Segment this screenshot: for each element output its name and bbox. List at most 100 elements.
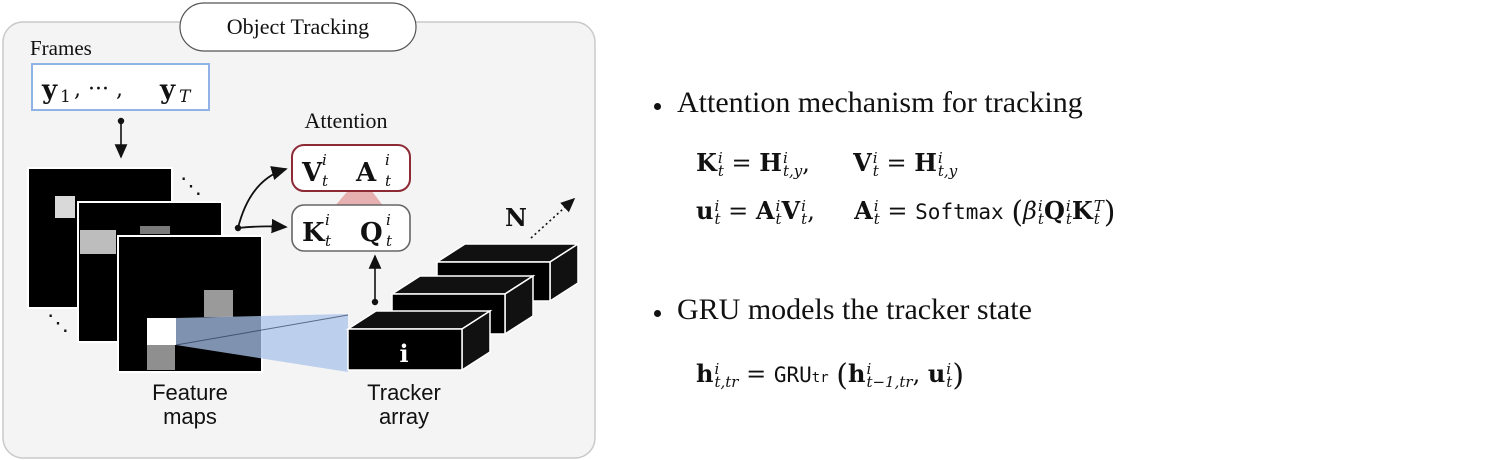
sup: i: [775, 196, 781, 215]
KQ-symbols: K i t Q i t: [302, 211, 393, 250]
key-query-box: [291, 204, 411, 252]
eq-sign: =: [728, 197, 749, 225]
A-symbol: A: [355, 158, 377, 188]
frames-box: [31, 63, 210, 111]
Q-symbol: Q: [360, 218, 383, 248]
sup: i: [1065, 196, 1071, 215]
eq-gru-sub: tr: [811, 370, 829, 386]
bullet-text: Attention mechanism for tracking: [677, 86, 1083, 119]
A-sub: t: [385, 172, 392, 190]
bullet-dot: [654, 310, 661, 317]
feature-ellipsis-bottom: ⋱: [47, 311, 69, 336]
eq-Q: Q: [1043, 196, 1065, 225]
projection-line: [175, 314, 349, 346]
frames-label: Frames: [30, 36, 92, 60]
feature-ellipsis-top: ⋱: [180, 174, 202, 199]
tracker-label-2: array: [379, 404, 429, 429]
eq-V: V: [853, 148, 872, 177]
value-attention-box: [291, 144, 411, 192]
feature-maps-label-2: maps: [163, 404, 217, 429]
A-sup: i: [385, 151, 390, 169]
K-symbol: K: [302, 218, 326, 248]
feature-maps-label-1: Feature: [152, 380, 228, 405]
sup: i: [946, 359, 952, 378]
sub: t: [872, 161, 879, 180]
N-label: N: [505, 203, 527, 232]
sup: i: [717, 148, 723, 167]
frames-yT: y: [159, 75, 176, 105]
eq-comma: ,: [912, 360, 921, 388]
eq-u: u: [696, 196, 714, 225]
eq-H: H: [759, 148, 782, 177]
bullet-dot: [654, 103, 661, 110]
K-sub: t: [325, 232, 332, 250]
tracker-arrow-dot: [371, 298, 379, 306]
K-sup: i: [325, 211, 330, 229]
V-sub: t: [322, 172, 329, 190]
eq-K: K: [1071, 196, 1093, 225]
eq-K: K: [696, 148, 717, 177]
V-symbol: V: [301, 158, 323, 188]
sup: i: [937, 148, 943, 167]
eq-beta: β: [1023, 197, 1037, 225]
eq-gru: GRU: [773, 363, 812, 387]
tracker-array: [345, 242, 581, 372]
frames-formula: y 1 , ··· , y T: [41, 75, 192, 107]
sup: i: [1037, 196, 1043, 215]
features-to-key-arrow: [237, 218, 288, 234]
feature-cell: [140, 226, 170, 234]
object-tracking-diagram: Object Tracking Frames y 1 , ··· , y T ⋱…: [2, 2, 596, 459]
sup: T: [1093, 196, 1104, 215]
sup: i: [873, 196, 879, 215]
bullet-text: GRU models the tracker state: [677, 293, 1032, 326]
VA-symbols: V i t A i t: [301, 151, 392, 190]
Q-sup: i: [386, 211, 391, 229]
sub: t: [946, 372, 953, 391]
eq-softmax: Softmax: [915, 200, 1004, 224]
eq-u: u: [927, 359, 946, 388]
features-to-value-arrow: [237, 166, 288, 229]
sup: i: [714, 359, 720, 378]
Q-sub: t: [386, 232, 393, 250]
feature-map-stack: [27, 167, 263, 373]
sup: i: [866, 359, 872, 378]
features-arrow-dot: [234, 224, 242, 232]
sup: i: [801, 196, 806, 215]
diagram-title: Object Tracking: [227, 14, 369, 39]
sub: t,y: [782, 161, 803, 180]
frames-subT: T: [179, 87, 192, 107]
sup: i: [714, 196, 720, 215]
frames-arrow-dot: [117, 117, 125, 125]
eq-H: H: [914, 148, 937, 177]
sub: t−1,tr: [866, 372, 913, 391]
tracker-block-front: [347, 328, 463, 371]
sub: t: [775, 209, 782, 228]
title-pill: [179, 2, 417, 52]
sub: t: [1093, 209, 1100, 228]
eq-comma: ,: [802, 149, 810, 177]
sub: t: [1065, 209, 1072, 228]
tracker-label-1: Tracker: [367, 380, 441, 405]
eq-comma: ,: [807, 197, 815, 225]
attention-label: Attention: [304, 108, 387, 133]
V-sup: i: [322, 151, 327, 169]
sub: t: [1037, 209, 1044, 228]
eq-V: V: [781, 196, 801, 225]
frames-sub1: 1: [60, 87, 71, 107]
eq-h-prev: h: [848, 359, 866, 388]
eq-sign: =: [746, 360, 767, 388]
eq-sign: =: [731, 149, 752, 177]
eq-A: A: [755, 196, 775, 225]
sub: t: [714, 209, 721, 228]
frames-dots: , ··· ,: [74, 77, 123, 102]
feature-cell: [204, 290, 233, 317]
sub: t: [873, 209, 880, 228]
projection-beam: [176, 314, 348, 372]
feature-cell-highlight: [147, 318, 176, 345]
sup: i: [872, 148, 878, 167]
frames-y1: y: [41, 75, 58, 105]
